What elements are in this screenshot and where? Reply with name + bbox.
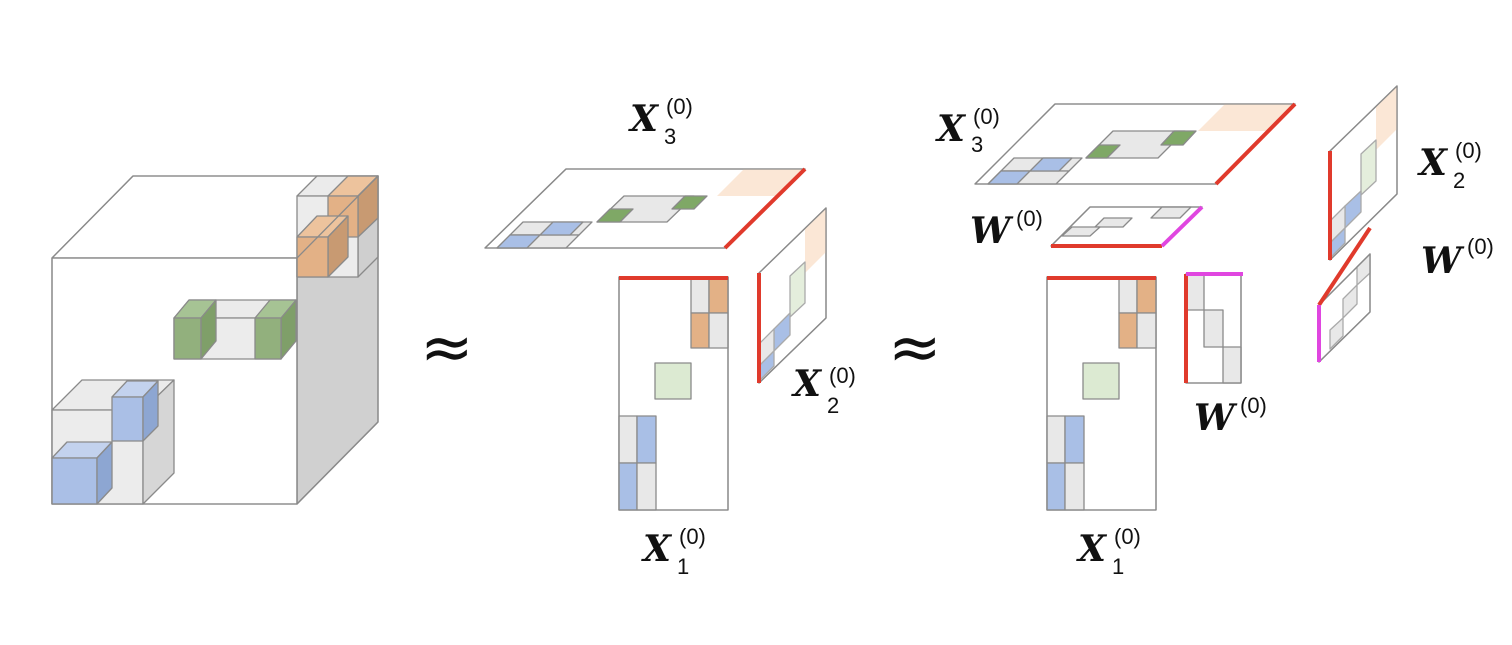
label-x1-middle-var: X	[643, 528, 671, 570]
label-x2-right-sup: (0)	[1455, 138, 1482, 163]
label-w-bottom-sup: (0)	[1240, 393, 1267, 418]
factor-x2-middle	[757, 207, 827, 384]
label-w-top: W (0)	[970, 206, 1043, 252]
label-x3-middle-sub: 3	[664, 124, 677, 149]
label-x3-right: X (0) 3	[937, 104, 1000, 157]
label-w-top-sup: (0)	[1016, 206, 1043, 231]
label-x3-right-sup: (0)	[973, 104, 1000, 129]
label-x2-middle-sup: (0)	[829, 363, 856, 388]
label-x1-right-sub: 1	[1112, 554, 1125, 579]
orange-block	[296, 175, 379, 278]
blue-block	[51, 379, 175, 505]
label-w-bottom: W (0)	[1194, 393, 1267, 439]
label-x1-middle-sup: (0)	[679, 524, 706, 549]
label-x3-middle-sup: (0)	[666, 94, 693, 119]
label-x1-right: X (0) 1	[1078, 524, 1141, 579]
label-w-right-var: W	[1421, 240, 1462, 282]
label-w-top-var: W	[970, 210, 1011, 252]
green-block	[173, 299, 297, 360]
approx-symbol-1: ≈	[420, 311, 474, 385]
factorization-right	[974, 85, 1398, 511]
factor-x1-middle	[618, 276, 729, 511]
factor-x2-right	[1328, 85, 1398, 261]
sparse-tensor-cube	[51, 175, 379, 505]
factorization-middle	[484, 167, 827, 511]
label-w-right-sup: (0)	[1467, 234, 1494, 259]
label-x2-middle-var: X	[793, 363, 821, 405]
factor-x3-middle	[484, 167, 807, 250]
factor-w2-right	[1317, 226, 1372, 363]
approx-symbol-2: ≈	[888, 311, 942, 385]
label-w-bottom-var: W	[1194, 397, 1235, 439]
label-x2-middle-sub: 2	[827, 393, 840, 418]
label-w-right: W (0)	[1421, 234, 1494, 282]
label-x1-right-var: X	[1078, 528, 1106, 570]
label-x3-right-sub: 3	[971, 132, 984, 157]
label-x1-middle: X (0) 1	[643, 524, 706, 579]
label-x2-right-var: X	[1419, 142, 1447, 184]
label-x2-right-sub: 2	[1453, 168, 1466, 193]
label-x2-middle: X (0) 2	[793, 363, 856, 418]
label-x3-middle-var: X	[630, 98, 658, 140]
label-x3-right-var: X	[937, 108, 965, 150]
label-x1-middle-sub: 1	[677, 554, 690, 579]
label-x2-right: X (0) 2	[1419, 138, 1482, 193]
factor-w1-right	[1184, 272, 1243, 384]
factor-x3-right	[974, 102, 1297, 186]
label-x3-middle: X (0) 3	[630, 94, 693, 149]
factor-x1-right	[1046, 276, 1157, 511]
label-x1-right-sup: (0)	[1114, 524, 1141, 549]
factor-w3-right	[1050, 205, 1204, 248]
